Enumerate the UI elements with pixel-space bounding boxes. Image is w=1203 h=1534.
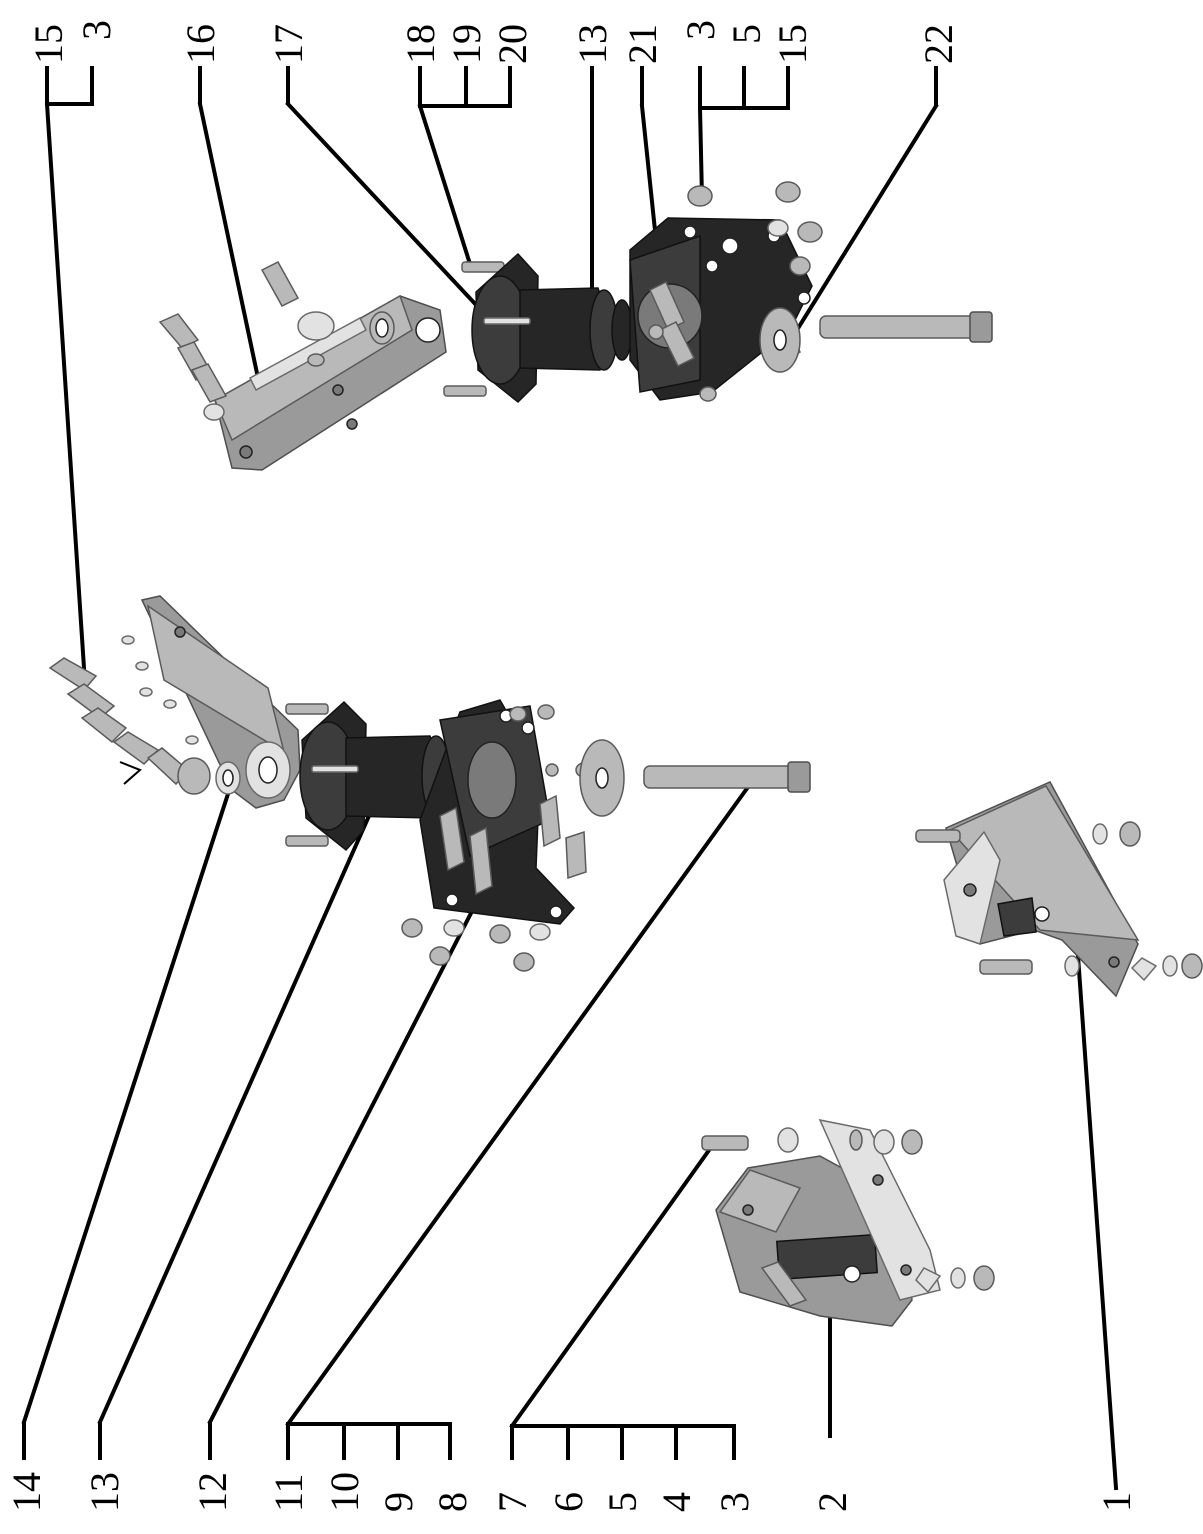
label-5-bottom: 5 xyxy=(600,1492,645,1512)
bolt-bracket-2 xyxy=(760,1261,808,1307)
label-21: 21 xyxy=(620,24,665,64)
middle-assembly xyxy=(48,595,811,972)
label-17: 17 xyxy=(266,24,311,64)
pin-middle-1 xyxy=(285,703,329,715)
top-leader-lines xyxy=(44,66,939,671)
bolts-group-15-3-middle xyxy=(48,635,241,795)
bolt-housing-2 xyxy=(658,320,696,368)
label-7: 7 xyxy=(490,1492,535,1512)
pin-18 xyxy=(461,261,505,273)
washer-22 xyxy=(759,307,801,373)
bolt-plate-2 xyxy=(469,826,493,896)
pin-middle-2 xyxy=(285,835,329,847)
label-10: 10 xyxy=(322,1472,367,1512)
bottom-labels: 14 13 12 11 10 9 8 7 6 5 4 3 2 1 xyxy=(4,1472,1139,1512)
label-9: 9 xyxy=(376,1492,421,1512)
label-5-top-right: 5 xyxy=(724,24,769,44)
label-8: 8 xyxy=(430,1492,475,1512)
label-3-top-right: 3 xyxy=(678,20,723,40)
label-11: 11 xyxy=(266,1473,311,1512)
washers-nuts-3-6 xyxy=(777,1127,995,1294)
label-15-top-left: 15 xyxy=(26,24,71,64)
mounting-plate-12 xyxy=(419,699,576,925)
bolt-plate-4 xyxy=(565,830,587,880)
bolt-housing-1 xyxy=(649,280,685,332)
bracket-1-assembly xyxy=(915,781,1203,998)
nuts-bracket-1 xyxy=(1064,821,1203,982)
label-16: 16 xyxy=(178,24,223,64)
engine-mount-13-top xyxy=(471,252,633,404)
label-18: 18 xyxy=(398,24,443,64)
label-15-top-right: 15 xyxy=(770,24,815,64)
label-4: 4 xyxy=(654,1492,699,1512)
label-20: 20 xyxy=(490,24,535,64)
nuts-3-5 xyxy=(648,181,823,402)
label-6: 6 xyxy=(546,1492,591,1512)
label-3-top-left: 3 xyxy=(74,20,119,40)
washer-middle xyxy=(579,739,625,817)
label-12: 12 xyxy=(190,1472,235,1512)
label-22: 22 xyxy=(916,24,961,64)
label-19: 19 xyxy=(444,24,489,64)
upper-right-assembly xyxy=(158,181,993,471)
label-2: 2 xyxy=(810,1492,855,1512)
bolt-plate-3 xyxy=(539,794,561,848)
bolt-plate-1 xyxy=(439,806,465,872)
label-14: 14 xyxy=(4,1472,49,1512)
pin-17 xyxy=(443,385,487,397)
bracket-2-assembly xyxy=(701,1118,995,1327)
bracket-14 xyxy=(140,595,301,809)
label-1: 1 xyxy=(1094,1492,1139,1512)
long-bolt-11 xyxy=(643,761,811,793)
top-labels: 15 3 16 17 18 19 20 13 21 3 5 15 22 xyxy=(26,20,961,64)
nuts-middle xyxy=(401,704,593,972)
bottom-leader-lines xyxy=(21,717,1119,1491)
pin-7 xyxy=(701,1135,749,1151)
pin-bracket-1-top xyxy=(915,829,961,843)
label-13-top: 13 xyxy=(570,24,615,64)
bolts-group-15-3 xyxy=(158,261,395,421)
long-bolt-top xyxy=(819,311,993,343)
pin-bracket-1-bottom xyxy=(979,959,1033,975)
label-13-bottom: 13 xyxy=(82,1472,127,1512)
label-3-bottom: 3 xyxy=(712,1492,757,1512)
